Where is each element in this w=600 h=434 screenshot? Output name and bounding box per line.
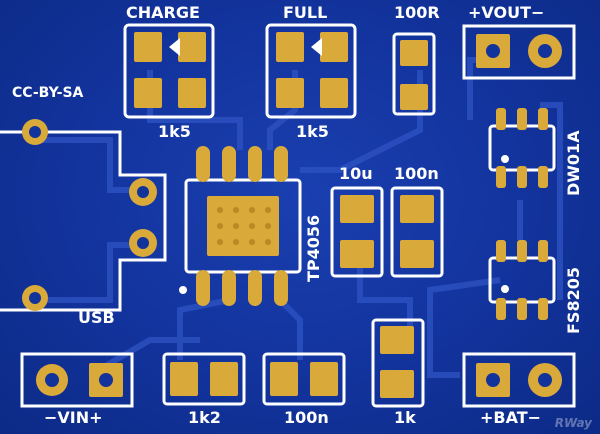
ic-tp4056-footprint	[179, 146, 302, 306]
label-usb: USB	[78, 308, 115, 327]
label-10u: 10u	[339, 164, 373, 183]
capacitor-100n-top-footprint	[390, 186, 444, 278]
label-tp4056: TP4056	[304, 214, 323, 282]
label-fs8205: FS8205	[564, 267, 583, 334]
label-1k5-full: 1k5	[296, 122, 329, 141]
label-100n-top: 100n	[394, 164, 439, 183]
label-1k2: 1k2	[188, 408, 221, 427]
label-bat: +BAT−	[480, 408, 542, 427]
vin-header-footprint	[20, 352, 134, 408]
led-full-footprint	[265, 23, 357, 119]
label-vin: −VIN+	[44, 408, 103, 427]
label-1k5-charge: 1k5	[158, 122, 191, 141]
label-charge: CHARGE	[126, 3, 200, 22]
led-charge-footprint	[123, 23, 215, 119]
label-1k: 1k	[394, 408, 416, 427]
label-full: FULL	[283, 3, 328, 22]
watermark-logo: RWay	[554, 416, 592, 430]
label-license: CC-BY-SA	[12, 85, 84, 101]
resistor-100r-footprint	[392, 32, 436, 116]
usb-footprint	[0, 119, 167, 312]
vout-header-footprint	[462, 24, 576, 80]
capacitor-100n-bottom-footprint	[262, 352, 346, 406]
label-100r: 100R	[394, 3, 440, 22]
resistor-1k2-footprint	[162, 352, 246, 406]
label-100n-bottom: 100n	[284, 408, 329, 427]
bat-header-footprint	[462, 352, 576, 408]
capacitor-10u-footprint	[330, 186, 384, 278]
resistor-1k-footprint	[371, 318, 425, 408]
ic-fs8205-footprint	[488, 240, 556, 320]
label-vout: +VOUT−	[468, 3, 545, 22]
label-dw01a: DW01A	[564, 130, 583, 196]
ic-dw01a-footprint	[488, 108, 556, 188]
